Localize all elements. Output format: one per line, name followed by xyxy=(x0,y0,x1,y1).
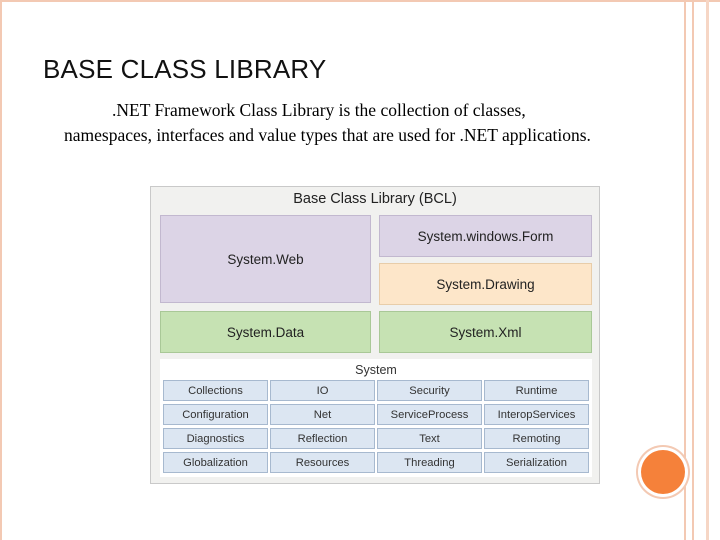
slide-border-right-middle xyxy=(692,0,694,540)
namespace-cell-reflection: Reflection xyxy=(270,428,375,449)
namespace-cell-io: IO xyxy=(270,380,375,401)
decorative-orange-circle xyxy=(641,450,685,494)
namespace-cell-net: Net xyxy=(270,404,375,425)
namespace-cell-threading: Threading xyxy=(377,452,482,473)
description-line-1: .NET Framework Class Library is the coll… xyxy=(112,100,526,120)
bcl-diagram: Base Class Library (BCL) System.Web Syst… xyxy=(150,186,600,484)
namespace-cell-text: Text xyxy=(377,428,482,449)
system-drawing-box: System.Drawing xyxy=(379,263,592,305)
namespace-cell-diagnostics: Diagnostics xyxy=(163,428,268,449)
namespace-cell-resources: Resources xyxy=(270,452,375,473)
bcl-diagram-title: Base Class Library (BCL) xyxy=(293,191,457,207)
namespace-cell-interopservices: InteropServices xyxy=(484,404,589,425)
namespace-cell-configuration: Configuration xyxy=(163,404,268,425)
namespace-cell-remoting: Remoting xyxy=(484,428,589,449)
slide-border-top xyxy=(0,0,720,2)
slide-border-right-inner xyxy=(684,0,686,540)
namespace-cell-serialization: Serialization xyxy=(484,452,589,473)
slide-description: .NET Framework Class Library is the coll… xyxy=(64,98,684,148)
namespace-cell-globalization: Globalization xyxy=(163,452,268,473)
slide-border-left xyxy=(0,0,2,540)
namespace-cell-runtime: Runtime xyxy=(484,380,589,401)
system-namespace-grid: Collections IO Security Runtime Configur… xyxy=(163,380,589,473)
system-web-box: System.Web xyxy=(160,215,371,303)
namespace-cell-serviceprocess: ServiceProcess xyxy=(377,404,482,425)
slide-title: BASE CLASS LIBRARY xyxy=(43,54,327,84)
system-windows-form-box: System.windows.Form xyxy=(379,215,592,257)
slide-border-right-outer xyxy=(706,0,709,540)
namespace-cell-security: Security xyxy=(377,380,482,401)
system-namespace-label: System xyxy=(355,363,397,377)
namespace-cell-collections: Collections xyxy=(163,380,268,401)
system-xml-box: System.Xml xyxy=(379,311,592,353)
system-namespace-panel: System Collections IO Security Runtime C… xyxy=(160,359,592,477)
system-data-box: System.Data xyxy=(160,311,371,353)
description-line-2: namespaces, interfaces and value types t… xyxy=(64,125,591,145)
